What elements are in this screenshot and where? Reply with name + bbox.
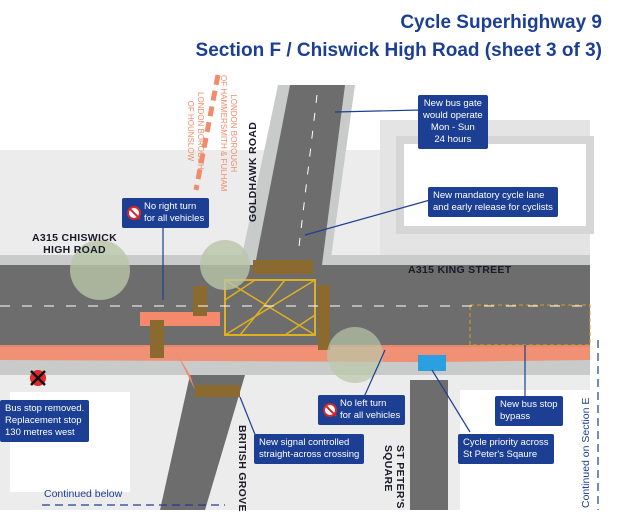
yellow-box-junction (224, 279, 316, 336)
borough-boundary (193, 74, 221, 191)
tree (327, 327, 383, 383)
no-left-turn-icon (323, 403, 337, 417)
map-title: Cycle Superhighway 9 (400, 12, 602, 33)
road-label-goldhawk-road: GOLDHAWK ROAD (247, 121, 259, 222)
road-label-british-grove: BRITISH GROVE (236, 425, 248, 512)
pedestrian-crossing (195, 385, 240, 397)
road-label-king-street: A315 KING STREET (408, 264, 512, 276)
cross-icon (30, 370, 46, 386)
cycle-lane (0, 345, 590, 362)
cycle-priority-marking (418, 355, 446, 371)
tree (200, 240, 250, 290)
pedestrian-crossing (193, 286, 207, 316)
pedestrian-crossing (318, 285, 330, 350)
yellow-box-hatching (224, 279, 316, 336)
bus-stop-box (469, 304, 591, 346)
tree (70, 240, 130, 300)
map-subtitle: Section F / Chiswick High Road (sheet 3 … (195, 40, 602, 61)
no-right-turn-icon (127, 206, 141, 220)
continued-section-label: Continued on Section E (580, 397, 592, 508)
goldhawk-road (255, 85, 345, 265)
pedestrian-crossing (150, 320, 164, 358)
continued-below-label: Continued below (44, 488, 123, 500)
british-grove (160, 375, 245, 510)
pedestrian-crossing (253, 260, 313, 274)
cycle-lane (175, 350, 195, 390)
st-peters-square-road (410, 380, 448, 510)
